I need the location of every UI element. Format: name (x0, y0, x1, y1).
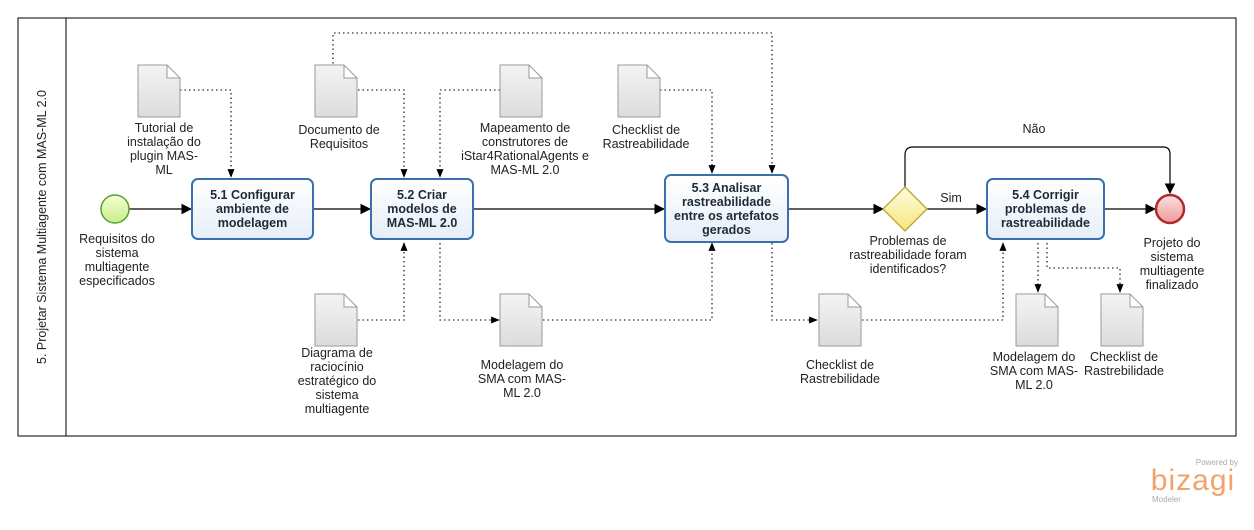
doc-modelagem-2-icon (1015, 293, 1059, 347)
doc-checklist-3-icon (1100, 293, 1144, 347)
artifact-label-checklist-3: Checklist de Rastrebilidade (1084, 350, 1164, 378)
end-event[interactable] (1154, 193, 1186, 225)
doc-modelagem-1-icon (499, 293, 543, 347)
doc-checklist-2-icon (818, 293, 862, 347)
doc-requisitos-icon (314, 64, 358, 118)
powered-by-text: Powered by (1195, 458, 1238, 467)
task-5-1[interactable]: 5.1 Configurar ambiente de modelagem (191, 178, 314, 240)
gateway-yes-label: Sim (940, 191, 962, 205)
artifact-label-checklist-1: Checklist de Rastreabilidade (602, 123, 690, 151)
start-event[interactable] (100, 194, 130, 224)
artifact-label-mapeamento: Mapeamento de construtores de iStar4Rati… (461, 121, 589, 177)
artifact-label-diagrama: Diagrama de raciocínio estratégico do si… (297, 346, 377, 416)
bizagi-logo: bizagi (1150, 464, 1236, 497)
artifact-label-tutorial: Tutorial de instalação do plugin MAS-ML (127, 121, 201, 177)
exclusive-gateway[interactable] (882, 186, 928, 232)
flow-gateway-no-to-end (904, 146, 1176, 195)
doc-checklist-1-icon (617, 64, 661, 118)
lane-title: 5. Projetar Sistema Multiagente com MAS-… (35, 90, 50, 364)
end-event-label: Projeto do sistema multiagente finalizad… (1139, 236, 1205, 292)
task-5-2[interactable]: 5.2 Criar modelos de MAS-ML 2.0 (370, 178, 474, 240)
task-5-3[interactable]: 5.3 Analisar rastreabilidade entre os ar… (664, 174, 789, 243)
artifact-label-modelagem-2: Modelagem do SMA com MAS-ML 2.0 (989, 350, 1079, 392)
data-objects (137, 64, 1144, 347)
lane-border (17, 17, 1237, 437)
association-flows (180, 32, 1124, 324)
gateway-no-label: Não (1022, 122, 1046, 136)
start-event-label: Requisitos do sistema multiagente especi… (79, 232, 155, 288)
doc-mapeamento-icon (499, 64, 543, 118)
sequence-flows (129, 146, 1176, 215)
gateway-label: Problemas de rastreabilidade foram ident… (849, 234, 967, 276)
artifact-label-requisitos: Documento de Requisitos (298, 123, 380, 151)
doc-diagrama-icon (314, 293, 358, 347)
artifact-label-checklist-2: Checklist de Rastrebilidade (800, 358, 880, 386)
modeler-text: Modeler (1152, 495, 1181, 504)
doc-tutorial-icon (137, 64, 181, 118)
task-5-4[interactable]: 5.4 Corrigir problemas de rastreabilidad… (986, 178, 1105, 240)
artifact-label-modelagem-1: Modelagem do SMA com MAS-ML 2.0 (477, 358, 567, 400)
bizagi-branding: Powered by bizagi Modeler (1148, 458, 1238, 504)
